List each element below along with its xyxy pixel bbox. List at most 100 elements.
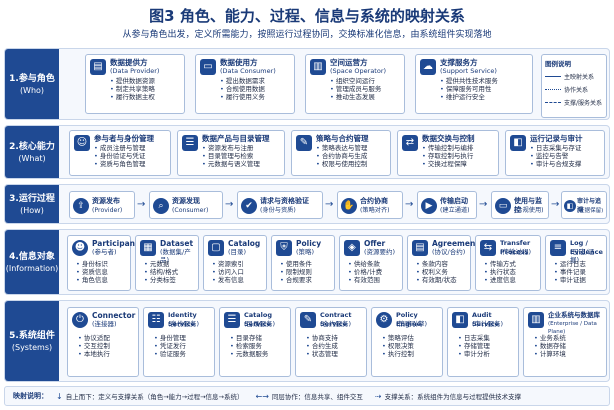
arrow-right-icon: → xyxy=(137,199,146,210)
card-title: Identity Service xyxy=(168,311,197,328)
arrow-both-icon: ←→ xyxy=(255,391,269,401)
card-subtitle: (目录) xyxy=(228,248,247,256)
process-step-transfer: ▶ 传输启动 (建立通道) xyxy=(417,191,477,219)
card-list: 资源索引 访问入口 发布信息 xyxy=(212,260,263,285)
card-title: 数据提供方 xyxy=(110,58,148,67)
card-subtitle: (目录服务) xyxy=(244,320,276,328)
legend-row-collab: 协作关系 xyxy=(545,85,603,94)
list-item: 目录管理与检索 xyxy=(202,152,281,160)
legend-label: 协作关系 xyxy=(564,87,589,94)
exchange-icon: ⇄ xyxy=(402,135,418,151)
process-step-monitor: ▭ 使用与监控 (合规使用) xyxy=(491,191,549,219)
layer-number: 4.信息对象 xyxy=(9,251,55,262)
step-subtitle: (Consumer) xyxy=(172,207,209,214)
card-subtitle: (Enterprise / Data Plane) xyxy=(548,321,597,335)
arrow-right-icon: → xyxy=(325,199,334,210)
capability-card-identity: ☺ 参与者与身份管理 成员注册与管理 身份验证与凭证 资质与角色管理 xyxy=(69,130,171,176)
list-item: 管理成员与服务 xyxy=(330,85,401,93)
list-item: 提出数据需求 xyxy=(220,77,291,85)
list-item: 提供数据资源 xyxy=(110,77,181,85)
card-list: 提供数据资源 制定共享策略 履行数据主权 xyxy=(110,77,181,102)
role-card-support: ☁ 支撑服务方 (Support Service) 提供共性技术服务 保障服务可… xyxy=(415,54,533,114)
list-item: 资质信息 xyxy=(76,268,127,276)
list-item: 有效期/状态 xyxy=(416,276,467,284)
card-title: Policy xyxy=(296,239,322,248)
list-item: 元数据与语义管理 xyxy=(202,160,281,168)
database-icon: ▤ xyxy=(90,59,106,75)
card-list: 使用条件 限制规则 合规要求 xyxy=(280,260,331,285)
role-card-consumer: ▭ 数据使用方 (Data Consumer) 提出数据需求 合规使用数据 履行… xyxy=(195,54,295,114)
catalog-icon: ☰ xyxy=(224,312,240,328)
layer-english: (Systems) xyxy=(11,342,53,352)
role-card-operator: ▥ 空间运营方 (Space Operator) 组织空间运行 管理成员与服务 … xyxy=(305,54,405,114)
arrow-right-icon: → xyxy=(225,199,234,210)
list-item: 日志采集 xyxy=(458,334,515,342)
card-list: 协商支持 合约生成 状态管理 xyxy=(306,334,363,359)
card-list: 成员注册与管理 身份验证与凭证 资质与角色管理 xyxy=(94,144,167,169)
list-item: 策略评估 xyxy=(382,334,439,342)
layer-number: 1.参与角色 xyxy=(9,73,55,84)
layer-english: (Who) xyxy=(19,85,45,95)
layer-roles: 1.参与角色 (Who) ▤ 数据提供方 (Data Provider) 提供数… xyxy=(4,48,610,120)
card-subtitle: (Data Provider) xyxy=(110,67,160,75)
layer-english: (How) xyxy=(20,205,44,215)
card-list: 日志采集与存证 监控与告警 审计与合规支撑 xyxy=(530,144,601,169)
list-item: 分类标签 xyxy=(144,276,195,284)
page-subtitle: 从参与角色出发，定义所需能力，按照运行过程协同，交换标准化信息，由系统组件实现落… xyxy=(122,30,492,40)
system-card-identity: ☷ Identity Service (身份服务) 身份管理 凭证发行 验证服务 xyxy=(143,307,215,377)
list-item: 目录存储 xyxy=(230,334,287,342)
list-item: 事件记录 xyxy=(554,268,603,276)
mapping-note-text: 自上而下：定义与支撑关系（角色→能力→过程→信息→系统） xyxy=(65,393,244,401)
card-title: 数据产品与目录管理 xyxy=(202,134,270,143)
list-item: 协议适配 xyxy=(78,334,135,342)
arrow-right-icon: → xyxy=(479,199,488,210)
card-title: Offer xyxy=(364,239,386,248)
card-list: 策略表达与管理 合约协商与生成 权限与使用控制 xyxy=(316,144,387,169)
role-card-provider: ▤ 数据提供方 (Data Provider) 提供数据资源 制定共享策略 履行… xyxy=(85,54,185,114)
plug-icon: ⏻ xyxy=(72,312,88,328)
monitor-icon: ▭ xyxy=(495,198,511,214)
capability-card-exchange: ⇄ 数据交换与控制 传输控制与编排 存取控制与执行 交换过程保障 xyxy=(397,130,499,176)
list-item: 存储管理 xyxy=(458,342,515,350)
layer-capabilities: 2.核心能力 (What) ☺ 参与者与身份管理 成员注册与管理 身份验证与凭证… xyxy=(4,125,610,179)
card-list: 提出数据需求 合规使用数据 履行使用义务 xyxy=(220,77,291,102)
person-icon: ☻ xyxy=(72,240,88,256)
list-item: 本地执行 xyxy=(78,350,135,358)
mapping-note: ↓自上而下：定义与支撑关系（角色→能力→过程→信息→系统） xyxy=(56,391,244,402)
card-list: 协议适配 交互控制 本地执行 xyxy=(78,334,135,359)
info-card-participant: ☻ Participant (参与者) 身份标识 资质信息 角色信息 xyxy=(67,235,139,291)
mapping-notes-label: 映射说明： xyxy=(13,392,48,400)
list-item: 进度信息 xyxy=(484,276,537,284)
list-item: 执行状态 xyxy=(484,268,537,276)
step-title: 审计与追溯 xyxy=(577,198,602,214)
layer-english: (Information) xyxy=(5,263,59,273)
list-item: 发布信息 xyxy=(212,276,263,284)
tag-icon: ◈ xyxy=(344,240,360,256)
mapping-notes: 映射说明： ↓自上而下：定义与支撑关系（角色→能力→过程→信息→系统） ←→同层… xyxy=(4,386,610,406)
list-item: 访问入口 xyxy=(212,268,263,276)
layer-label-process: 3.运行过程 (How) xyxy=(5,185,59,223)
monitor-icon: ▭ xyxy=(200,59,216,75)
step-subtitle: (建立通道) xyxy=(440,207,470,214)
dashed-line-icon xyxy=(545,102,561,103)
card-title: 支撑服务方 xyxy=(440,58,478,67)
card-list: 传输方式 执行状态 进度信息 xyxy=(484,260,537,285)
process-step-publish: ⇪ 资源发布 (Provider) xyxy=(69,191,135,219)
card-title: 策略与合约管理 xyxy=(316,134,369,143)
legend-title: 图例说明 xyxy=(545,60,571,68)
list-item: 推动生态发展 xyxy=(330,93,401,101)
list-item: 身份标识 xyxy=(76,260,127,268)
list-item: 身份验证与凭证 xyxy=(94,152,167,160)
step-title: 资源发现 xyxy=(172,197,200,205)
step-title: 资源发布 xyxy=(92,197,120,205)
id-card-icon: ✔ xyxy=(241,198,257,214)
card-subtitle: (协议/合约) xyxy=(432,248,466,256)
card-list: 资源发布与注册 目录管理与检索 元数据与语义管理 xyxy=(202,144,281,169)
list-item: 协商支持 xyxy=(306,334,363,342)
list-item: 传输方式 xyxy=(484,260,537,268)
card-list: 业务系统 数据存储 计算环境 xyxy=(534,334,603,359)
dataset-icon: ▦ xyxy=(140,240,156,256)
card-subtitle: (Support Service) xyxy=(440,67,497,75)
card-list: 条款内容 权利义务 有效期/状态 xyxy=(416,260,467,285)
arrow-down-icon: ↓ xyxy=(56,391,63,401)
